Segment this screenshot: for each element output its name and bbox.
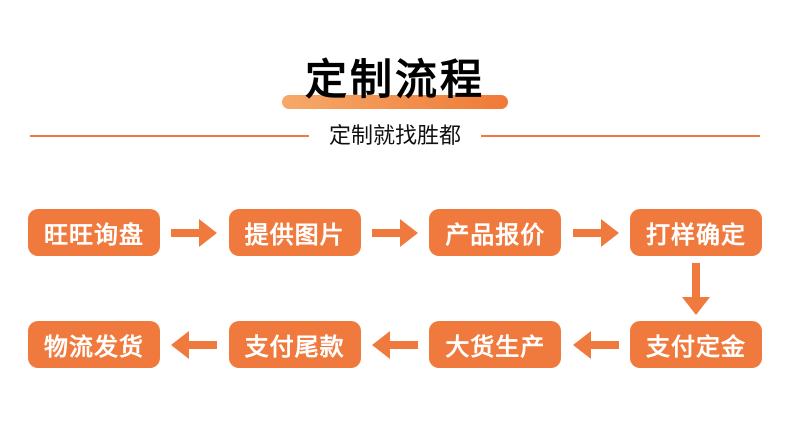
subtitle-divider: 定制就找胜都 — [30, 122, 760, 150]
subtitle-text: 定制就找胜都 — [308, 122, 481, 150]
title-underline-bar — [282, 95, 508, 109]
flow-row-top: 旺旺询盘 提供图片 产品报价 打样确定 — [28, 209, 762, 256]
step-sample-confirm: 打样确定 — [629, 209, 762, 256]
step-deposit-payment: 支付定金 — [629, 321, 762, 368]
step-balance-payment: 支付尾款 — [228, 321, 361, 368]
arrow-down-icon — [682, 263, 710, 315]
step-wangwang-inquiry: 旺旺询盘 — [28, 209, 160, 256]
page-title: 定制流程 — [304, 56, 485, 103]
step-bulk-production: 大货生产 — [429, 321, 562, 368]
arrow-left-icon — [371, 330, 418, 359]
step-provide-images: 提供图片 — [228, 209, 361, 256]
arrow-right-icon — [171, 218, 218, 247]
step-logistics-shipping: 物流发货 — [28, 321, 160, 368]
flow-row-bottom: 物流发货 支付尾款 大货生产 支付定金 — [28, 321, 762, 368]
arrow-left-icon — [572, 330, 619, 359]
arrow-right-icon — [572, 218, 619, 247]
step-product-quote: 产品报价 — [429, 209, 562, 256]
arrow-right-icon — [371, 218, 418, 247]
arrow-left-icon — [171, 330, 218, 359]
